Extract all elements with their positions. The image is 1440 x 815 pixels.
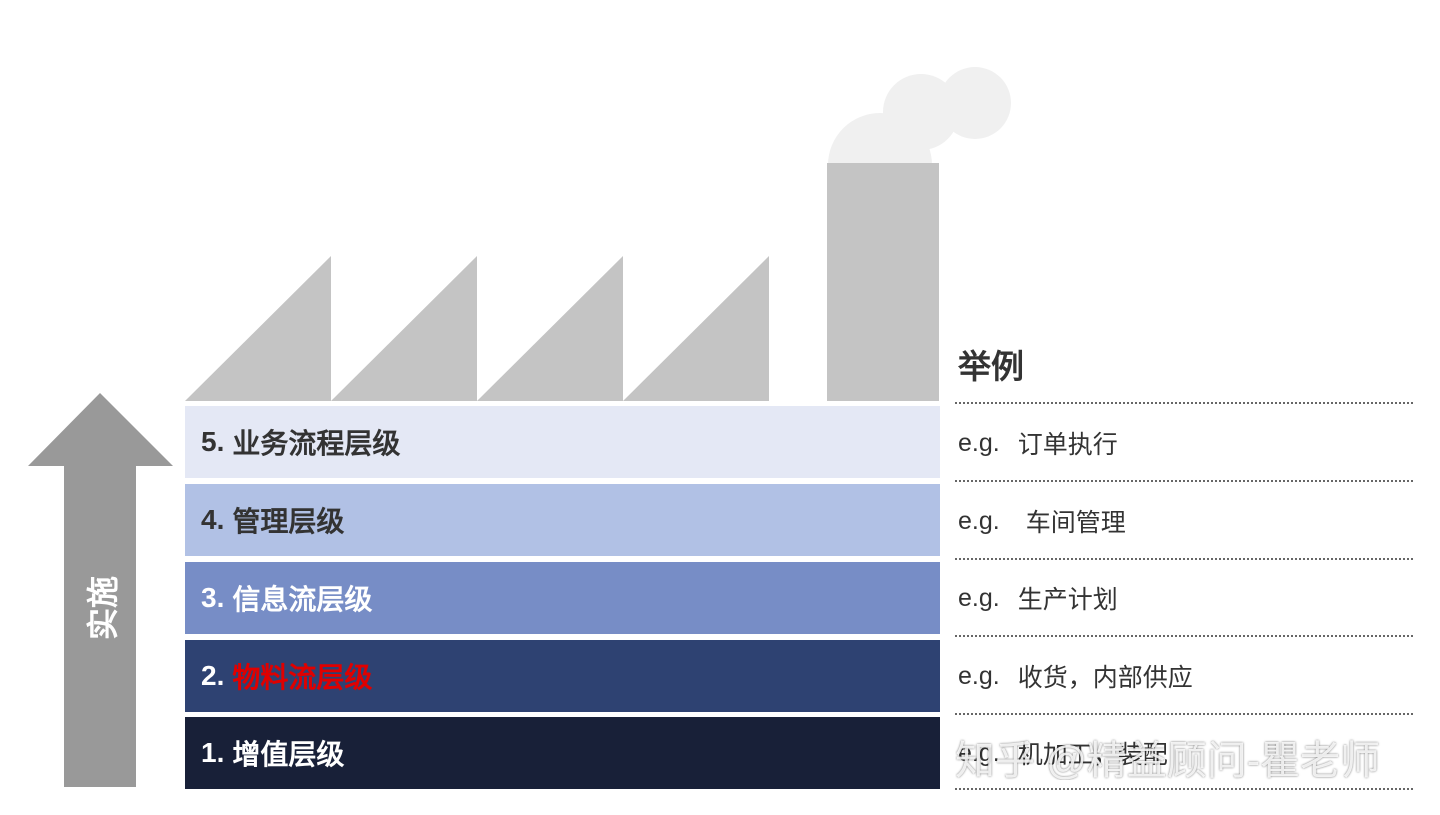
chimney — [827, 163, 939, 401]
example-text: 订单执行 — [1017, 431, 1118, 459]
level-number: 4. — [201, 504, 225, 535]
roof-tooth — [331, 256, 477, 401]
level-label: 增值层级 — [232, 739, 345, 770]
example-text: 生产计划 — [1017, 586, 1118, 614]
level-number: 5. — [201, 426, 225, 457]
dotted-divider — [955, 713, 1413, 715]
example-prefix: e.g. — [958, 506, 1000, 535]
level-label: 物料流层级 — [232, 662, 373, 693]
level-number: 3. — [201, 582, 225, 613]
implementation-label: 实施 — [85, 576, 121, 641]
example-prefix: e.g. — [958, 661, 1000, 690]
roof-tooth — [477, 256, 623, 401]
level-information-flow: 3. 信息流层级 — [185, 562, 940, 634]
roof-tooth — [185, 256, 331, 401]
dotted-divider — [955, 480, 1413, 482]
example-item: e.g. 收货，内部供应 — [958, 656, 1408, 696]
example-text: 车间管理 — [1025, 509, 1126, 537]
up-arrow-icon — [28, 393, 173, 787]
level-label: 管理层级 — [232, 506, 345, 537]
example-prefix: e.g. — [958, 428, 1000, 457]
watermark: 知乎 @精益顾问-瞿老师 — [955, 739, 1381, 780]
example-prefix: e.g. — [958, 583, 1000, 612]
level-material-flow: 2. 物料流层级 — [185, 640, 940, 712]
dotted-divider — [955, 635, 1413, 637]
level-label: 业务流程层级 — [232, 428, 401, 459]
dotted-divider — [955, 788, 1413, 790]
example-item: e.g. 车间管理 — [958, 501, 1408, 541]
level-value-add: 1. 增值层级 — [185, 717, 940, 789]
roof-tooth — [623, 256, 769, 401]
level-number: 2. — [201, 660, 225, 691]
example-text: 收货，内部供应 — [1017, 664, 1193, 692]
level-label: 信息流层级 — [232, 584, 373, 615]
example-item: e.g. 生产计划 — [958, 578, 1408, 618]
level-management: 4. 管理层级 — [185, 484, 940, 556]
level-business-process: 5. 业务流程层级 — [185, 406, 940, 478]
example-text: 机加工，装配 — [1017, 741, 1168, 769]
example-item: e.g. 机加工，装配 — [958, 733, 1408, 773]
example-item: e.g. 订单执行 — [958, 423, 1408, 463]
example-prefix: e.g. — [958, 738, 1000, 767]
dotted-divider — [955, 402, 1413, 404]
level-number: 1. — [201, 737, 225, 768]
dotted-divider — [955, 558, 1413, 560]
examples-title: 举例 — [958, 348, 1024, 385]
